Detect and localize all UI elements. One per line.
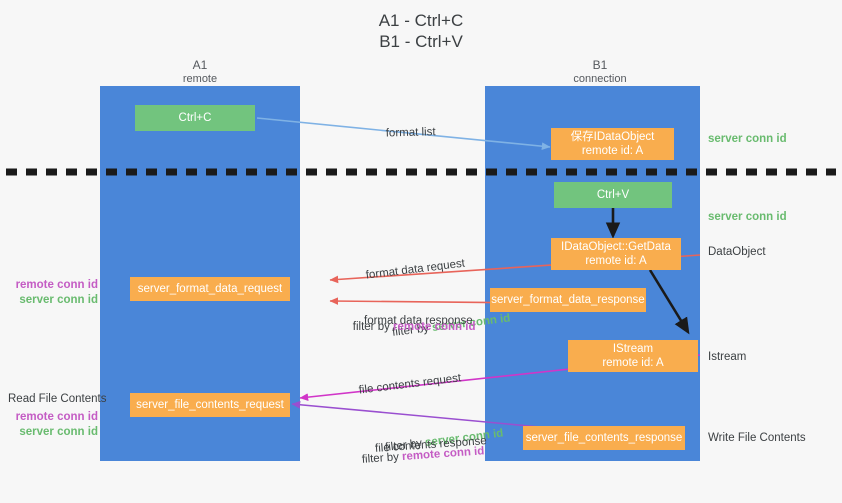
edge-caption-format-list-text: format list	[385, 126, 436, 140]
lane-header-b1: B1 connection	[520, 58, 680, 86]
left-label-server-conn-id-1: server conn id	[19, 294, 98, 306]
page-title: A1 - Ctrl+C B1 - Ctrl+V	[0, 10, 842, 52]
left-label-remote-conn-id-1: remote conn id	[15, 279, 98, 291]
left-label-remote-conn-id-2: remote conn id	[15, 411, 98, 423]
edge-filter-prefix-2: filter by	[352, 321, 394, 333]
edge-caption-file-contents-response-filter: filter by remote conn id	[348, 429, 486, 483]
edge-caption-format-data-response: format data response	[364, 284, 473, 359]
left-label-read-file-contents: Read File Contents	[8, 393, 107, 405]
edge-caption-file-contents-request-text: file contents request	[358, 372, 462, 397]
node-server-format-data-request-label: server_format_data_request	[137, 283, 283, 295]
lane-header-b1-sub: connection	[573, 73, 627, 85]
lane-header-a1: A1 remote	[120, 58, 280, 86]
lane-header-a1-sub: remote	[182, 73, 218, 85]
left-label-server-conn-id-2: server conn id	[19, 426, 98, 438]
left-label-group-upper: remote conn id server conn id	[10, 278, 98, 308]
node-server-format-data-request[interactable]: server_format_data_request	[130, 277, 290, 301]
diagram-canvas: A1 - Ctrl+C B1 - Ctrl+V A1 remote B1 con…	[0, 10, 842, 483]
node-server-file-contents-response-label: server_file_contents_response	[525, 432, 683, 444]
node-ctrl-v-line1: Ctrl+V	[596, 189, 630, 201]
right-label-server-conn-id-2: server conn id	[708, 211, 787, 223]
edge-filter-prefix-4: filter by	[361, 451, 403, 466]
lane-header-a1-name: A1	[192, 58, 208, 72]
edge-caption-format-data-request-text: format data request	[365, 257, 466, 282]
node-ctrl-v[interactable]: Ctrl+V	[554, 182, 672, 208]
right-label-dataobject: DataObject	[708, 246, 766, 258]
right-label-server-conn-id-1: server conn id	[708, 133, 787, 145]
edge-caption-format-data-response-text: format data response	[364, 315, 473, 327]
node-server-file-contents-request-label: server_file_contents_request	[136, 399, 284, 411]
right-label-istream: Istream	[708, 351, 747, 363]
node-ctrl-c-line1: Ctrl+C	[178, 112, 212, 124]
edge-filter-value-4: remote conn id	[401, 445, 485, 464]
node-server-file-contents-response[interactable]: server_file_contents_response	[523, 426, 685, 450]
lane-header-b1-name: B1	[592, 58, 608, 72]
title-line-1: A1 - Ctrl+C	[378, 11, 464, 30]
node-save-idataobject-line2: remote id: A	[581, 145, 644, 157]
node-server-file-contents-request[interactable]: server_file_contents_request	[130, 393, 290, 417]
node-idataobject-getdata[interactable]: IDataObject::GetData remote id: A	[551, 238, 681, 270]
node-idataobject-getdata-line1: IDataObject::GetData	[561, 241, 671, 253]
edge-caption-format-list: format list	[372, 110, 436, 157]
node-ctrl-c[interactable]: Ctrl+C	[135, 105, 255, 131]
edge-caption-format-data-response-filter: filter by remote conn id	[340, 305, 476, 350]
title-line-2: B1 - Ctrl+V	[379, 32, 463, 51]
node-istream-line2: remote id: A	[602, 357, 664, 369]
node-save-idataobject-line1: 保存IDataObject	[570, 131, 655, 143]
left-label-group-lower: remote conn id server conn id	[10, 410, 98, 440]
edge-filter-value-2: remote conn id	[393, 321, 476, 333]
right-label-write-file-contents: Write File Contents	[708, 432, 806, 444]
node-save-idataobject[interactable]: 保存IDataObject remote id: A	[551, 128, 674, 160]
node-server-format-data-response[interactable]: server_format_data_response	[490, 288, 646, 312]
node-istream-line1: IStream	[612, 343, 654, 355]
node-idataobject-getdata-line2: remote id: A	[585, 255, 647, 267]
node-istream[interactable]: IStream remote id: A	[568, 340, 698, 372]
node-server-format-data-response-label: server_format_data_response	[491, 294, 645, 306]
